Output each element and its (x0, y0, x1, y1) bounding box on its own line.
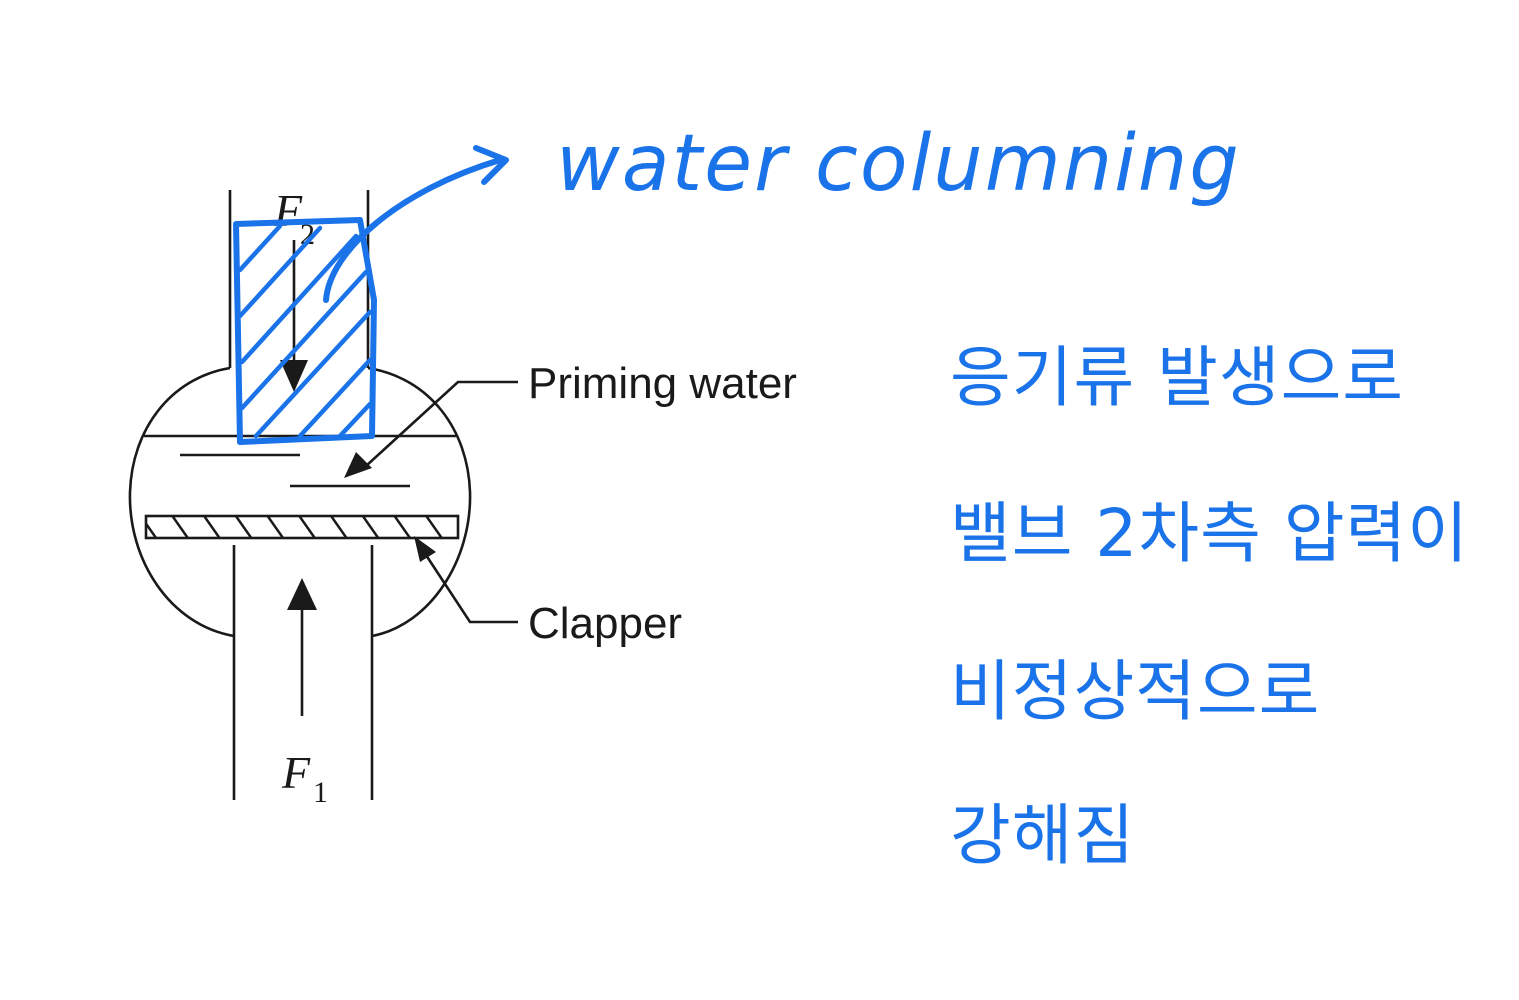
clapper-leader (422, 551, 518, 624)
force-bottom-arrowhead (287, 578, 317, 610)
priming-water-leader-arrowhead (344, 452, 372, 478)
clapper-plate (144, 514, 460, 540)
korean-note-line-3: 비정상적으로 (950, 653, 1320, 730)
clapper-leader-arrowhead (414, 536, 436, 562)
force-bottom-symbol: F (281, 747, 311, 798)
body-right-shell (367, 366, 472, 638)
priming-water-label: Priming water (528, 359, 797, 408)
korean-note-line-1: 응기류 발생으로 (950, 339, 1404, 416)
clapper-label: Clapper (528, 599, 682, 648)
water-column-highlight (233, 217, 377, 445)
korean-note-line-2: 밸브 2차측 압력이 (950, 495, 1469, 572)
water-column-box (233, 217, 377, 445)
annotation-pointer-curve (323, 157, 503, 303)
water-column-hatching (237, 223, 373, 439)
valve-body (128, 190, 518, 800)
force-bottom-subscript: 1 (313, 776, 328, 809)
water-columning-note: water columning (556, 119, 1241, 209)
force-top-arrowhead (280, 360, 308, 392)
annotation-pointer-arrowhead (473, 145, 509, 185)
priming-water-leader (365, 380, 518, 467)
korean-note-line-4: 강해짐 (950, 797, 1135, 874)
body-left-shell (128, 366, 235, 638)
